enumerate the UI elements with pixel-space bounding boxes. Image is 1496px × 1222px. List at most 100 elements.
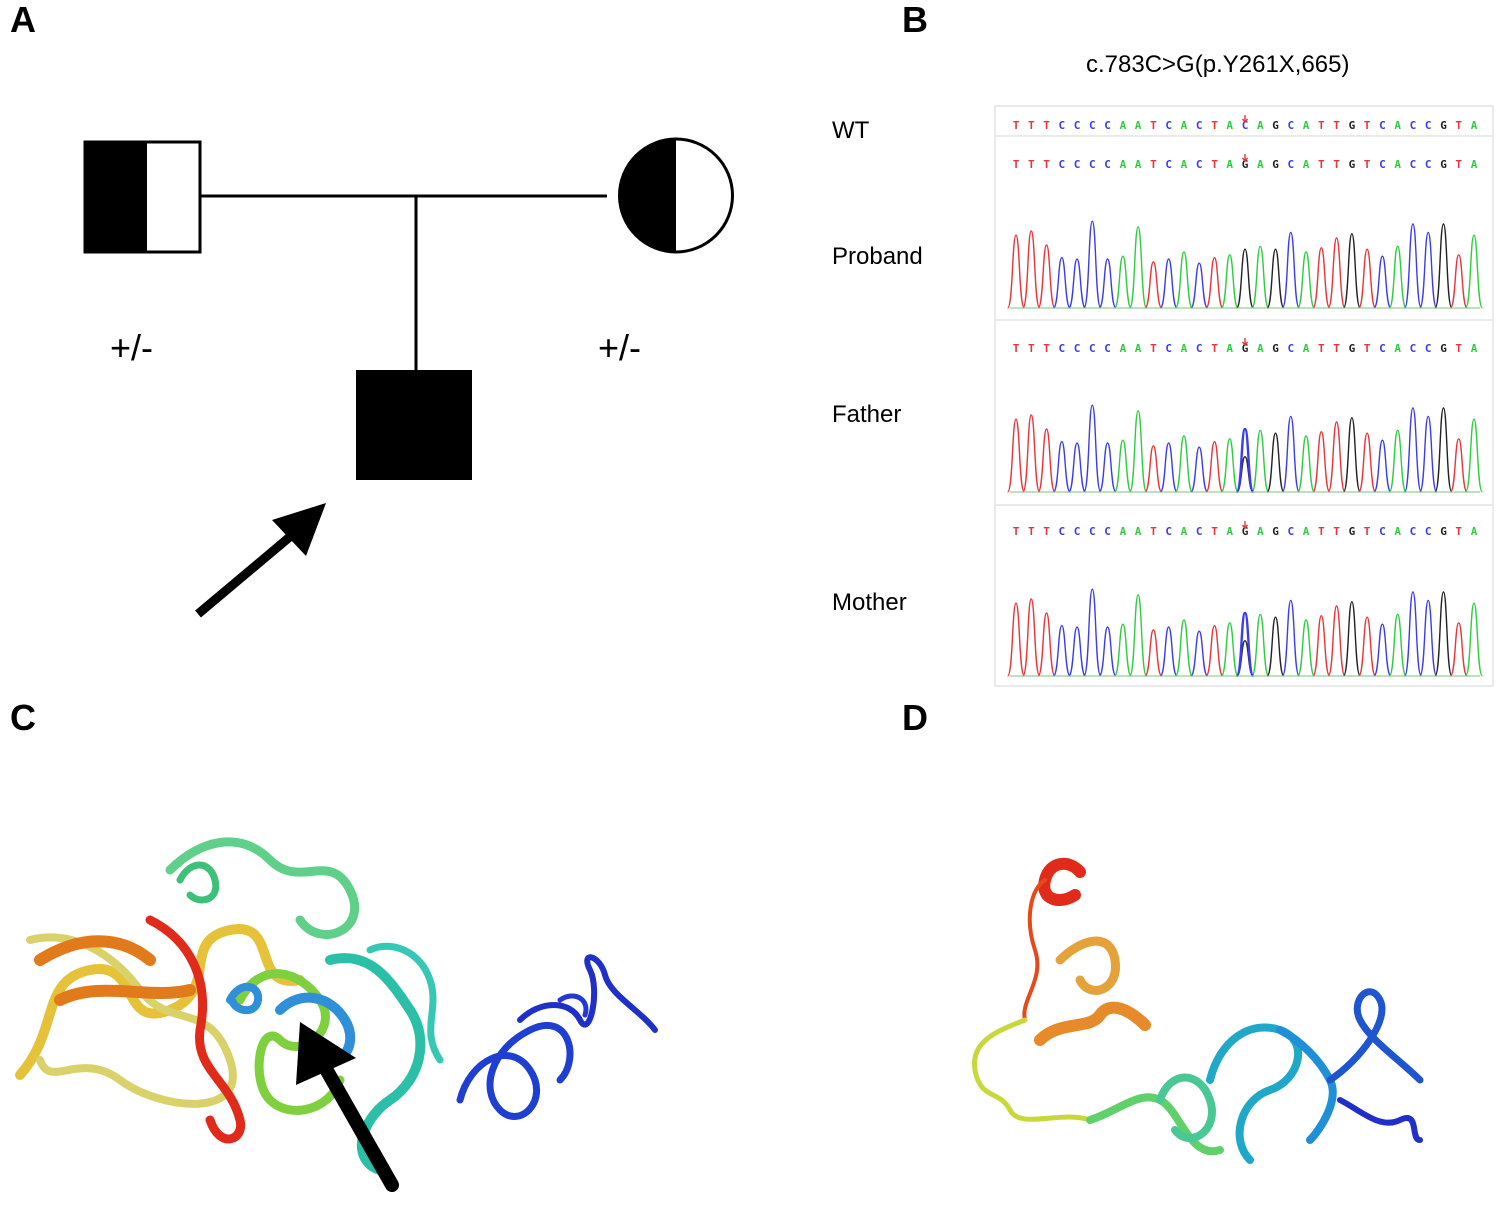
sequence-base: C (1196, 525, 1203, 538)
trace-peak (1144, 629, 1163, 677)
sequence-base: C (1410, 342, 1417, 355)
trace-peak (1144, 445, 1163, 493)
sequence-base: C (1074, 119, 1081, 132)
trace-peak (1342, 417, 1361, 493)
sequence-base: C (1104, 342, 1111, 355)
trace-label-mother: Mother (832, 589, 907, 616)
sequence-base: C (1196, 342, 1203, 355)
trace-peak (1022, 414, 1041, 493)
sequence-base: T (1333, 158, 1340, 171)
trace-peak (1388, 613, 1407, 677)
trace-peak (1159, 258, 1178, 309)
sequence-base: C (1165, 158, 1172, 171)
sequence-base: T (1318, 119, 1325, 132)
trace-peak (1129, 594, 1148, 677)
trace-peak (1388, 245, 1407, 309)
trace-peak (1327, 237, 1346, 309)
sequence-base: C (1379, 158, 1386, 171)
sequence-base: T (1150, 342, 1157, 355)
sequence-base: T (1043, 342, 1050, 355)
trace-peak (1296, 619, 1316, 677)
sequence-base: T (1013, 342, 1020, 355)
sequence-base: C (1089, 342, 1096, 355)
sequence-base: A (1181, 342, 1188, 355)
sequence-base: T (1150, 119, 1157, 132)
sequence-base: A (1394, 119, 1401, 132)
sequence-base: C (1287, 119, 1294, 132)
sequence-base: A (1394, 342, 1401, 355)
sequence-base: T (1318, 158, 1325, 171)
sequence-base: G (1242, 158, 1249, 171)
trace-peak (1358, 432, 1377, 493)
sequence-base: A (1303, 525, 1310, 538)
sequence-base: C (1287, 158, 1294, 171)
sequence-base: T (1211, 119, 1218, 132)
sequence-base: G (1440, 158, 1447, 171)
trace-peak (1266, 248, 1285, 309)
trace-peak (1342, 233, 1361, 309)
trace-peak (1373, 255, 1392, 309)
trace-label-proband: Proband (832, 243, 923, 270)
sequence-base: C (1074, 525, 1081, 538)
trace-peak (1098, 442, 1117, 493)
trace-peak (1022, 230, 1041, 309)
sequence-base: A (1120, 342, 1127, 355)
trace-label-father: Father (832, 401, 902, 428)
trace-peak (1281, 415, 1300, 493)
trace-peak (1037, 244, 1056, 309)
trace-peak (1358, 616, 1377, 677)
sequence-base: G (1272, 525, 1279, 538)
sequence-base: A (1226, 119, 1233, 132)
sequence-base: A (1257, 158, 1264, 171)
sequence-base: C (1104, 525, 1111, 538)
panel-label-c: C (10, 697, 36, 738)
sequence-base: T (1028, 342, 1035, 355)
trace-peak (1144, 261, 1163, 309)
sequence-base: C (1410, 525, 1417, 538)
sequence-base: A (1394, 158, 1401, 171)
mother-symbol (618, 137, 734, 254)
sequence-base: A (1303, 158, 1310, 171)
sequence-base: G (1440, 119, 1447, 132)
trace-peak (1129, 226, 1148, 309)
trace-peak (1190, 630, 1209, 677)
sequence-base: A (1135, 342, 1142, 355)
sequence-base: C (1058, 525, 1065, 538)
sequence-base: A (1303, 342, 1310, 355)
trace-peak (1464, 234, 1484, 309)
trace-peak (1083, 588, 1102, 677)
sequence-base: G (1272, 119, 1279, 132)
sequence-base: T (1028, 525, 1035, 538)
sequence-base: C (1287, 342, 1294, 355)
sequence-base: A (1471, 525, 1478, 538)
sequence-base: T (1364, 525, 1371, 538)
trace-peak (1113, 623, 1132, 677)
sequence-base: T (1211, 158, 1218, 171)
sequence-base: T (1150, 525, 1157, 538)
sequence-base: G (1272, 158, 1279, 171)
trace-peak (1037, 612, 1056, 677)
trace-peak (1083, 404, 1102, 493)
sequence-base: T (1211, 342, 1218, 355)
trace-peak (1266, 432, 1285, 493)
chromatogram-frame (994, 105, 1494, 687)
sequence-base: T (1364, 158, 1371, 171)
sequence-base: A (1257, 119, 1264, 132)
sequence-base: C (1410, 119, 1417, 132)
sequence-base: C (1058, 342, 1065, 355)
sequence-base: A (1120, 525, 1127, 538)
trace-label-wt: WT (832, 117, 870, 144)
sequence-base: T (1043, 525, 1050, 538)
sequence-base: C (1242, 119, 1249, 132)
sequence-base: A (1181, 158, 1188, 171)
sequence-base: C (1104, 119, 1111, 132)
sequence-base: C (1196, 158, 1203, 171)
trace-peak (1205, 440, 1224, 493)
trace-peak (1388, 429, 1407, 493)
sequence-base: A (1257, 342, 1264, 355)
trace-peak (1067, 258, 1087, 309)
sequence-base: T (1333, 119, 1340, 132)
sequence-base: A (1471, 342, 1478, 355)
sequence-base: G (1272, 342, 1279, 355)
sequence-base: G (1440, 525, 1447, 538)
